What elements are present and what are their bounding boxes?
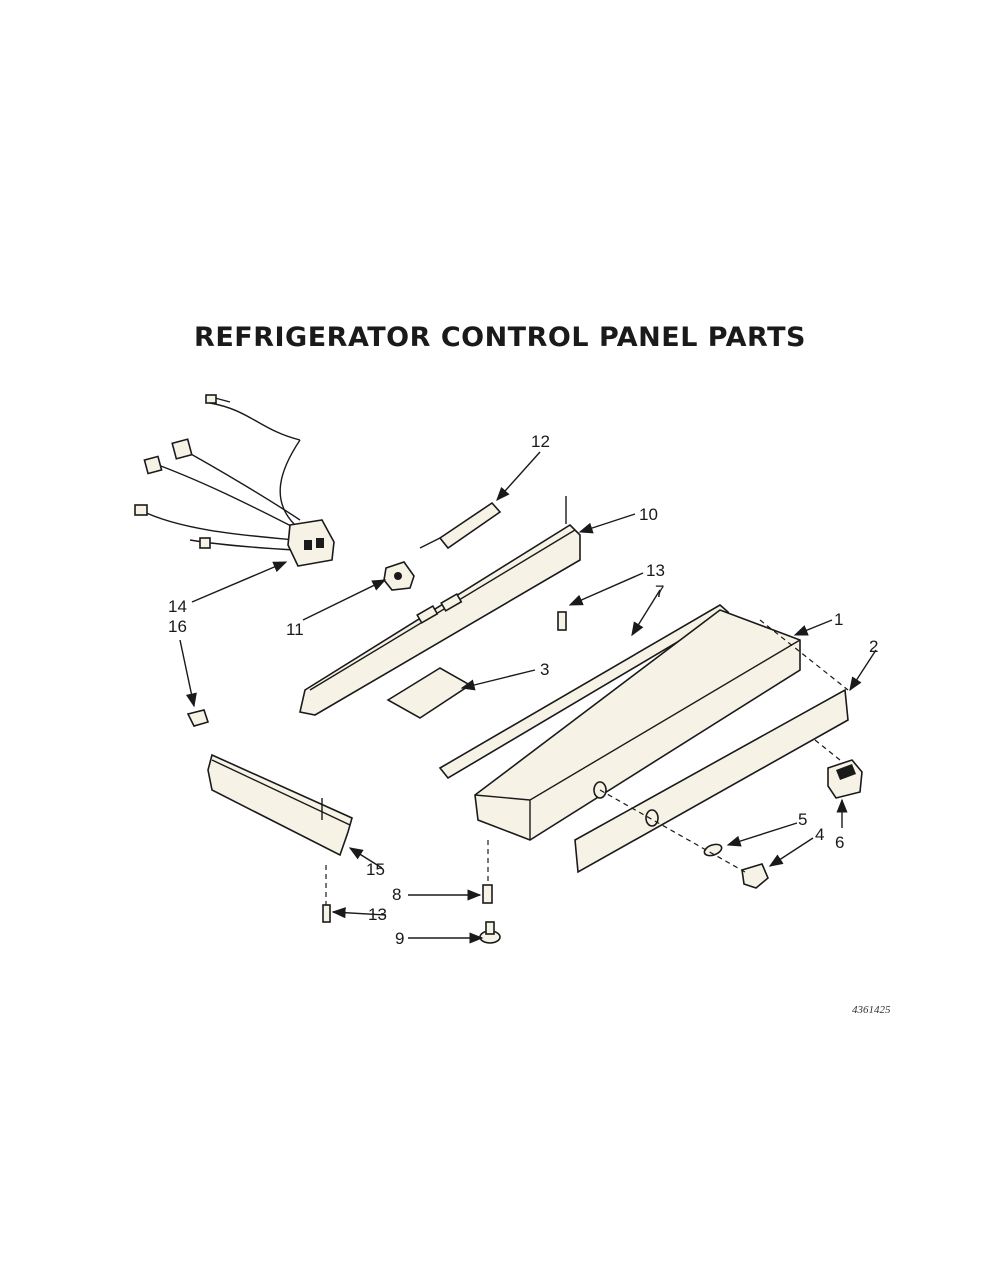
screw-part-upper xyxy=(557,611,567,631)
trim-strip-part xyxy=(438,604,730,780)
rocker-switch-part xyxy=(814,739,863,799)
callout-8: 8 xyxy=(392,885,401,904)
control-panel-housing-part xyxy=(474,609,801,841)
leader-lines xyxy=(179,451,877,944)
lower-bracket-part xyxy=(207,753,353,857)
callout-13-lower: 13 xyxy=(368,905,387,924)
callout-3: 3 xyxy=(540,660,549,679)
label-plate-part xyxy=(386,667,472,719)
control-switch-part xyxy=(383,561,415,591)
callout-10: 10 xyxy=(639,505,658,524)
callout-11: 11 xyxy=(286,620,304,639)
diagram-title: REFRIGERATOR CONTROL PANEL PARTS xyxy=(194,322,806,353)
sensor-tube-part xyxy=(419,501,502,550)
document-number: 4361425 xyxy=(852,1004,891,1016)
callout-1: 1 xyxy=(834,610,843,629)
callout-9: 9 xyxy=(395,929,404,948)
callout-2: 2 xyxy=(869,637,878,656)
callout-15: 15 xyxy=(366,860,385,879)
lamp-socket-part xyxy=(599,789,769,889)
lamp-bulb-part xyxy=(703,843,723,857)
leveling-foot-part xyxy=(479,921,501,944)
front-panel-part xyxy=(574,619,849,874)
callout-4: 4 xyxy=(815,825,824,844)
screw-part-8 xyxy=(482,840,493,904)
callout-6: 6 xyxy=(835,833,844,852)
callout-7: 7 xyxy=(655,582,664,601)
wiring-harness-part xyxy=(134,394,335,567)
upper-bracket-part xyxy=(299,496,581,716)
callout-12: 12 xyxy=(531,432,550,451)
callout-5: 5 xyxy=(798,810,807,829)
screw-part-lower xyxy=(322,865,331,923)
callout-16: 16 xyxy=(168,617,187,636)
callout-13-upper: 13 xyxy=(646,561,665,580)
callout-14: 14 xyxy=(168,597,187,616)
clip-part xyxy=(186,709,210,727)
